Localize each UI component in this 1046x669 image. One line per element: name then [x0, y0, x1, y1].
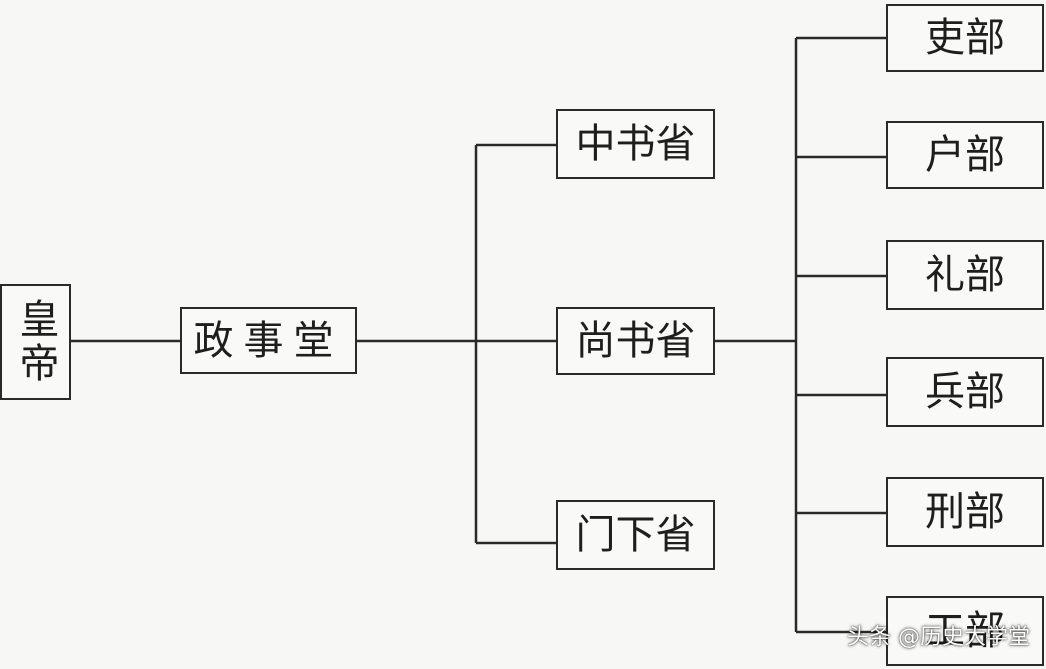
council-label: 政事堂 [193, 317, 344, 364]
ministry-box-1: 吏部 [886, 4, 1044, 72]
department-of-state-box: 尚书省 [556, 307, 715, 375]
ministry-label-5: 刑部 [925, 489, 1005, 535]
council-box: 政事堂 [180, 307, 357, 374]
secretariat-box: 中书省 [556, 109, 715, 179]
ministry-box-6: 工部 [886, 596, 1044, 666]
ministry-label-1: 吏部 [925, 15, 1005, 61]
emperor-label: 皇帝 [12, 298, 59, 386]
ministry-box-5: 刑部 [886, 477, 1044, 547]
secretariat-label: 中书省 [575, 121, 696, 167]
ministry-label-4: 兵部 [925, 369, 1005, 415]
ministry-box-3: 礼部 [886, 240, 1044, 310]
chancellery-box: 门下省 [556, 500, 715, 570]
ministry-label-6: 工部 [925, 608, 1005, 654]
watermark: 头条 @历史大学堂 [847, 625, 1030, 650]
emperor-box: 皇帝 [0, 284, 71, 400]
ministry-label-3: 礼部 [925, 252, 1005, 298]
ministry-box-2: 户部 [886, 121, 1044, 189]
ministry-box-4: 兵部 [886, 357, 1044, 427]
chancellery-label: 门下省 [575, 512, 696, 558]
ministry-label-2: 户部 [925, 132, 1005, 178]
department-of-state-label: 尚书省 [575, 318, 696, 364]
